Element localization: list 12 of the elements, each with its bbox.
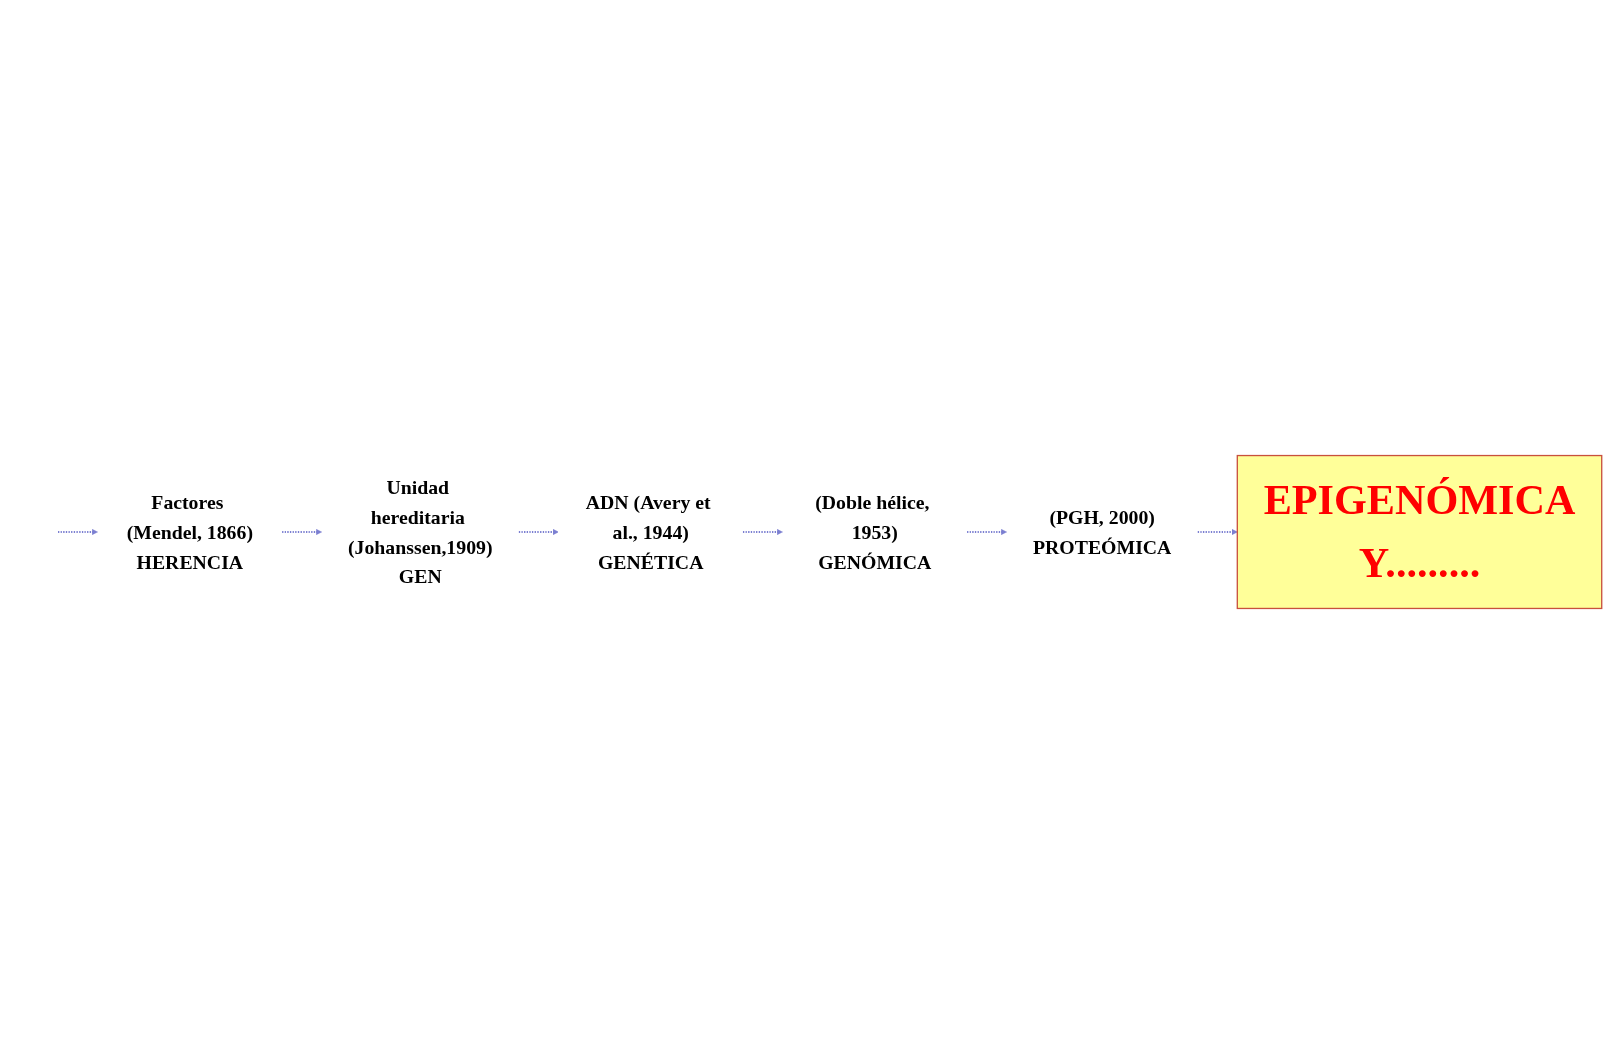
arrow <box>966 529 1007 535</box>
arrow <box>1196 529 1238 535</box>
arrow <box>741 529 783 535</box>
node-text: Factores (Mendel, 1866) HERENCIA <box>126 491 253 573</box>
node-text: ADN (Avery et al., 1944) GENÉTICA <box>585 491 711 573</box>
node-text: Unidad hereditaria (Johanssen,1909) GEN <box>348 476 493 588</box>
arrow <box>281 529 322 535</box>
node-box: EPIGENÓMICA Y......... <box>1236 454 1603 610</box>
node-text: (PGH, 2000) PROTEÓMICA <box>1032 506 1172 558</box>
arrow <box>57 529 98 535</box>
arrow <box>517 529 559 535</box>
node-text: (Doble hélice, 1953) GENÓMICA <box>815 491 932 573</box>
